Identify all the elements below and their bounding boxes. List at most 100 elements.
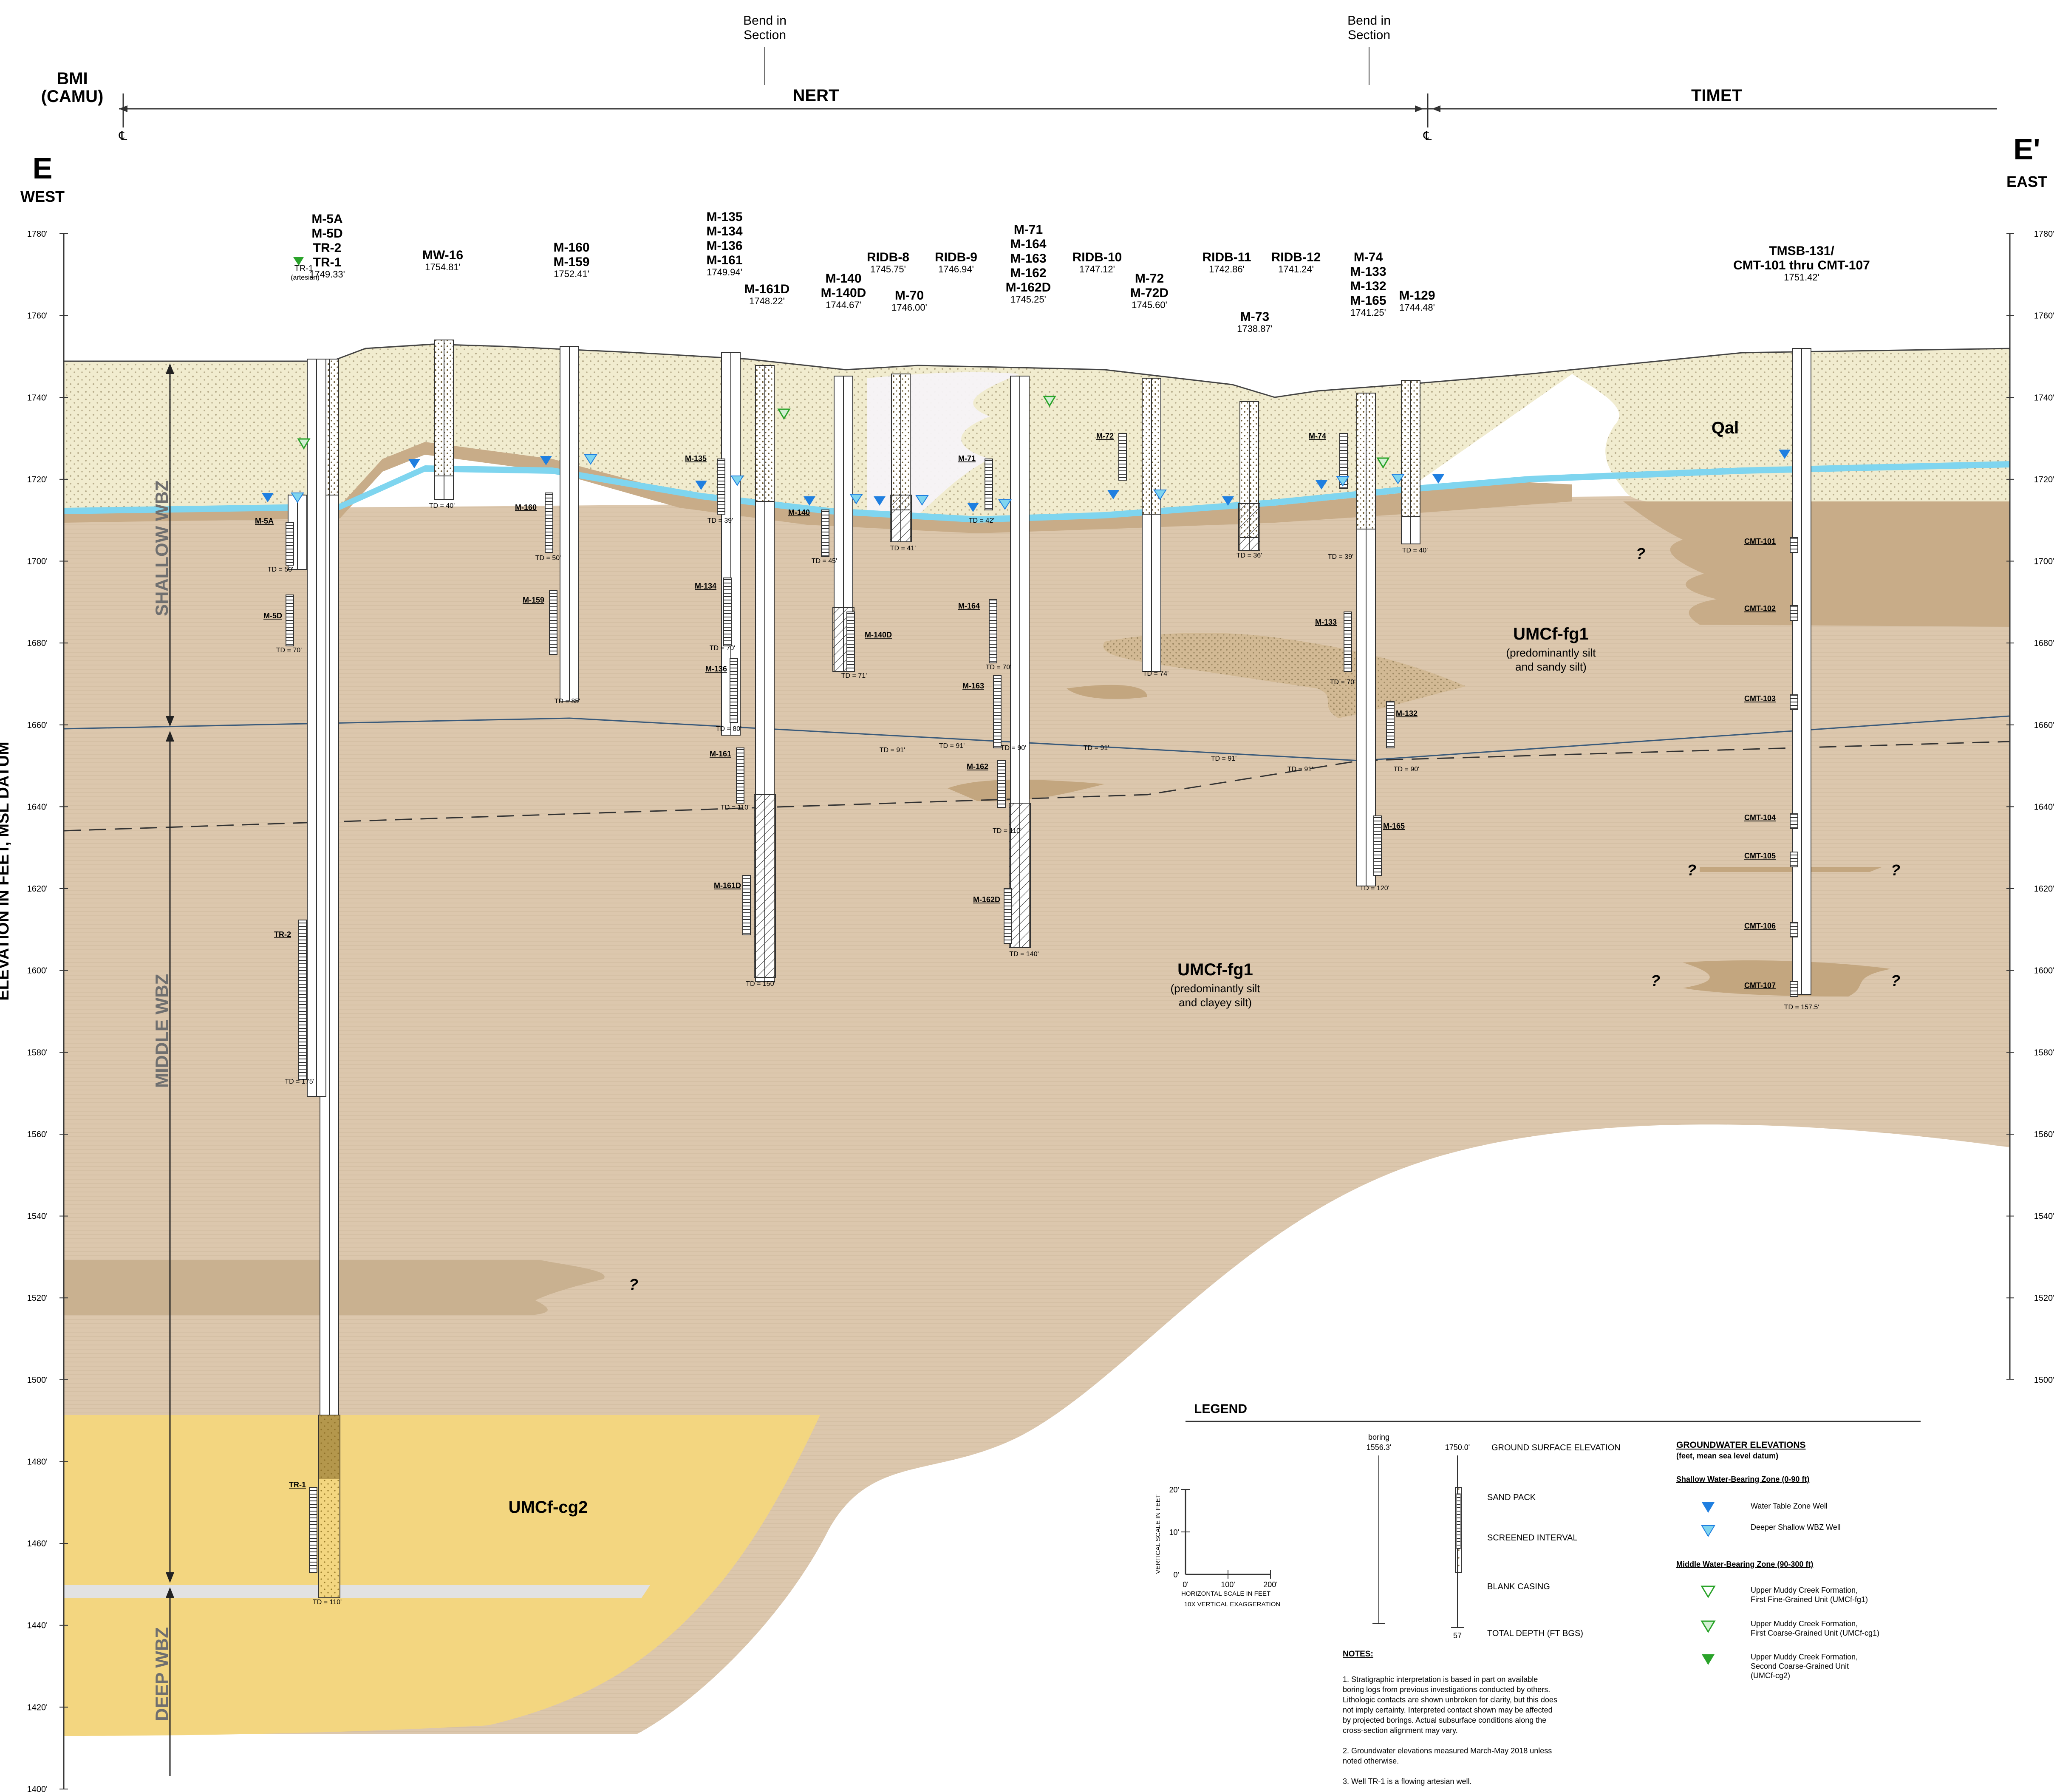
screen-interval xyxy=(989,599,997,663)
screen-label: M-160 xyxy=(515,503,537,512)
timet-coarse-wedge xyxy=(1623,501,2010,627)
left-axis-ticks: 1780'1760'1740'1720'1700'1680'1660'1640'… xyxy=(27,229,68,1792)
screen-interval xyxy=(997,760,1006,808)
shallow-title: Shallow Water-Bearing Zone (0-90 ft) xyxy=(1676,1475,1809,1483)
legend: LEGEND VERTICAL SCALE IN FEET 20' 10' 0'… xyxy=(1154,1402,1921,1786)
legend-total-depth: TOTAL DEPTH (FT BGS) xyxy=(1487,1629,1583,1638)
screen-interval xyxy=(993,675,1002,748)
deeper-well-marker xyxy=(291,493,304,503)
well-elevation: 1746.94' xyxy=(938,264,974,275)
total-depth-label: TD = 39' xyxy=(707,517,733,524)
axis-tick-label: 1480' xyxy=(27,1457,48,1466)
screen-interval xyxy=(1339,433,1348,489)
total-depth-label: TD = 175' xyxy=(285,1078,314,1085)
total-depth-label: TD = 41' xyxy=(890,545,916,552)
axis-tick-label: 1700' xyxy=(27,557,48,566)
middle-wbz-marker xyxy=(777,408,791,420)
hatched-interval xyxy=(1009,803,1031,948)
screen-label: CMT-103 xyxy=(1744,694,1776,703)
legend-cg1-l1: Upper Muddy Creek Formation, xyxy=(1751,1619,1858,1628)
total-depth-label: TD = 120' xyxy=(1360,885,1389,892)
well-name: M-5D xyxy=(311,226,342,241)
unit-cg2: UMCf-cg2 xyxy=(509,1498,588,1517)
axis-tick-label: 1740' xyxy=(2034,393,2054,402)
well-name: TR-2 xyxy=(313,241,342,255)
total-depth-label: TD = 140' xyxy=(1009,951,1038,958)
screen-label: CMT-106 xyxy=(1744,922,1776,930)
screen-label: M-159 xyxy=(523,596,544,604)
legend-td-value: 57 xyxy=(1453,1631,1462,1640)
screen-label: M-161D xyxy=(714,881,741,890)
legend-cg2-l2: Second Coarse-Grained Unit xyxy=(1751,1662,1849,1670)
well-name: M-165 xyxy=(1350,294,1386,308)
scale-v-0: 0' xyxy=(1174,1571,1179,1579)
screen-label: M-140 xyxy=(788,508,810,517)
well-name: M-161D xyxy=(744,282,790,296)
legend-deeper-icon xyxy=(1701,1525,1715,1537)
bend-label-1-line1: Bend in xyxy=(743,14,787,28)
header: ℄ ℄ Bend in Section Bend in Section BMI … xyxy=(20,14,2047,205)
screen-interval xyxy=(821,510,829,557)
note-line: boring logs from previous investigations… xyxy=(1343,1685,1550,1694)
screen-label: M-162 xyxy=(967,762,988,771)
well-name: M-129 xyxy=(1399,289,1435,303)
well-name: M-72 xyxy=(1135,272,1164,286)
screen-interval xyxy=(1004,888,1012,944)
axis-tick-label: 1520' xyxy=(27,1294,48,1303)
well-name: M-71 xyxy=(1014,223,1043,237)
axis-tick-label: 1680' xyxy=(2034,639,2054,648)
screen-label: CMT-105 xyxy=(1744,852,1776,860)
question-mark-4: ? xyxy=(1891,861,1900,879)
axis-tick-label: 1560' xyxy=(27,1130,48,1139)
screen-interval xyxy=(1790,922,1798,937)
total-depth-label: TD = 91' xyxy=(1287,766,1313,773)
axis-tick-label: 1660' xyxy=(2034,721,2054,730)
screen-interval xyxy=(717,459,725,515)
screen-interval xyxy=(1790,981,1798,997)
legend-gse-value: 1750.0' xyxy=(1445,1443,1470,1452)
screen-label: CMT-102 xyxy=(1744,604,1776,613)
axis-tick-label: 1600' xyxy=(2034,966,2054,976)
deeper-well-marker xyxy=(849,494,863,504)
hatched-interval xyxy=(754,794,776,978)
gw-title: GROUNDWATER ELEVATIONS xyxy=(1676,1440,1806,1450)
water-table-marker xyxy=(1107,490,1119,499)
wbz-arrows xyxy=(166,363,174,1776)
axis-tick-label: 1740' xyxy=(27,393,48,402)
total-depth-label: TD = 40' xyxy=(1402,547,1428,554)
well-name: TMSB-131/ xyxy=(1769,244,1834,258)
screen-interval xyxy=(1118,433,1127,481)
axis-tick-label: 1760' xyxy=(27,311,48,321)
coarse-lens-cmt107 xyxy=(1683,960,1891,996)
screen-label: CMT-104 xyxy=(1744,813,1776,822)
legend-boring-elev: 1556.3' xyxy=(1367,1443,1392,1452)
deeper-well-marker xyxy=(915,495,929,506)
note-line: Lithologic contacts are shown unbroken f… xyxy=(1343,1696,1557,1704)
screen-label: M-132 xyxy=(1396,709,1418,718)
axis-tick-label: 1560' xyxy=(2034,1130,2054,1139)
note-line: 3. Well TR-1 is a flowing artesian well. xyxy=(1343,1777,1471,1786)
axis-tick-label: 1640' xyxy=(27,802,48,812)
deeper-well-marker xyxy=(998,499,1012,510)
middle-wbz-marker xyxy=(1043,396,1056,407)
screen-interval xyxy=(1373,815,1382,876)
well-name: M-132 xyxy=(1350,279,1386,293)
total-depth-label: TD = 157.5' xyxy=(1784,1004,1819,1011)
groundwater-markers xyxy=(262,257,1791,512)
water-table-marker xyxy=(1222,496,1234,506)
notes-title: NOTES: xyxy=(1343,1650,1373,1659)
axis-tick-label: 1500' xyxy=(27,1376,48,1385)
water-table-marker xyxy=(408,459,420,468)
tr1-seal xyxy=(319,1415,340,1479)
right-axis-ticks: 1780'1760'1740'1720'1700'1680'1660'1640'… xyxy=(2006,229,2054,1385)
screen-label: M-136 xyxy=(705,665,727,673)
question-mark-3: ? xyxy=(1687,861,1696,879)
legend-fg1-l2: First Fine-Grained Unit (UMCf-fg1) xyxy=(1751,1595,1868,1604)
total-depth-label: TD = 91' xyxy=(1211,755,1236,762)
well-name: MW-16 xyxy=(422,248,463,262)
screen-interval xyxy=(298,920,307,1080)
total-depth-label: TD = 80' xyxy=(716,725,741,733)
screen-interval xyxy=(1386,701,1395,748)
legend-screened: SCREENED INTERVAL xyxy=(1487,1533,1578,1543)
